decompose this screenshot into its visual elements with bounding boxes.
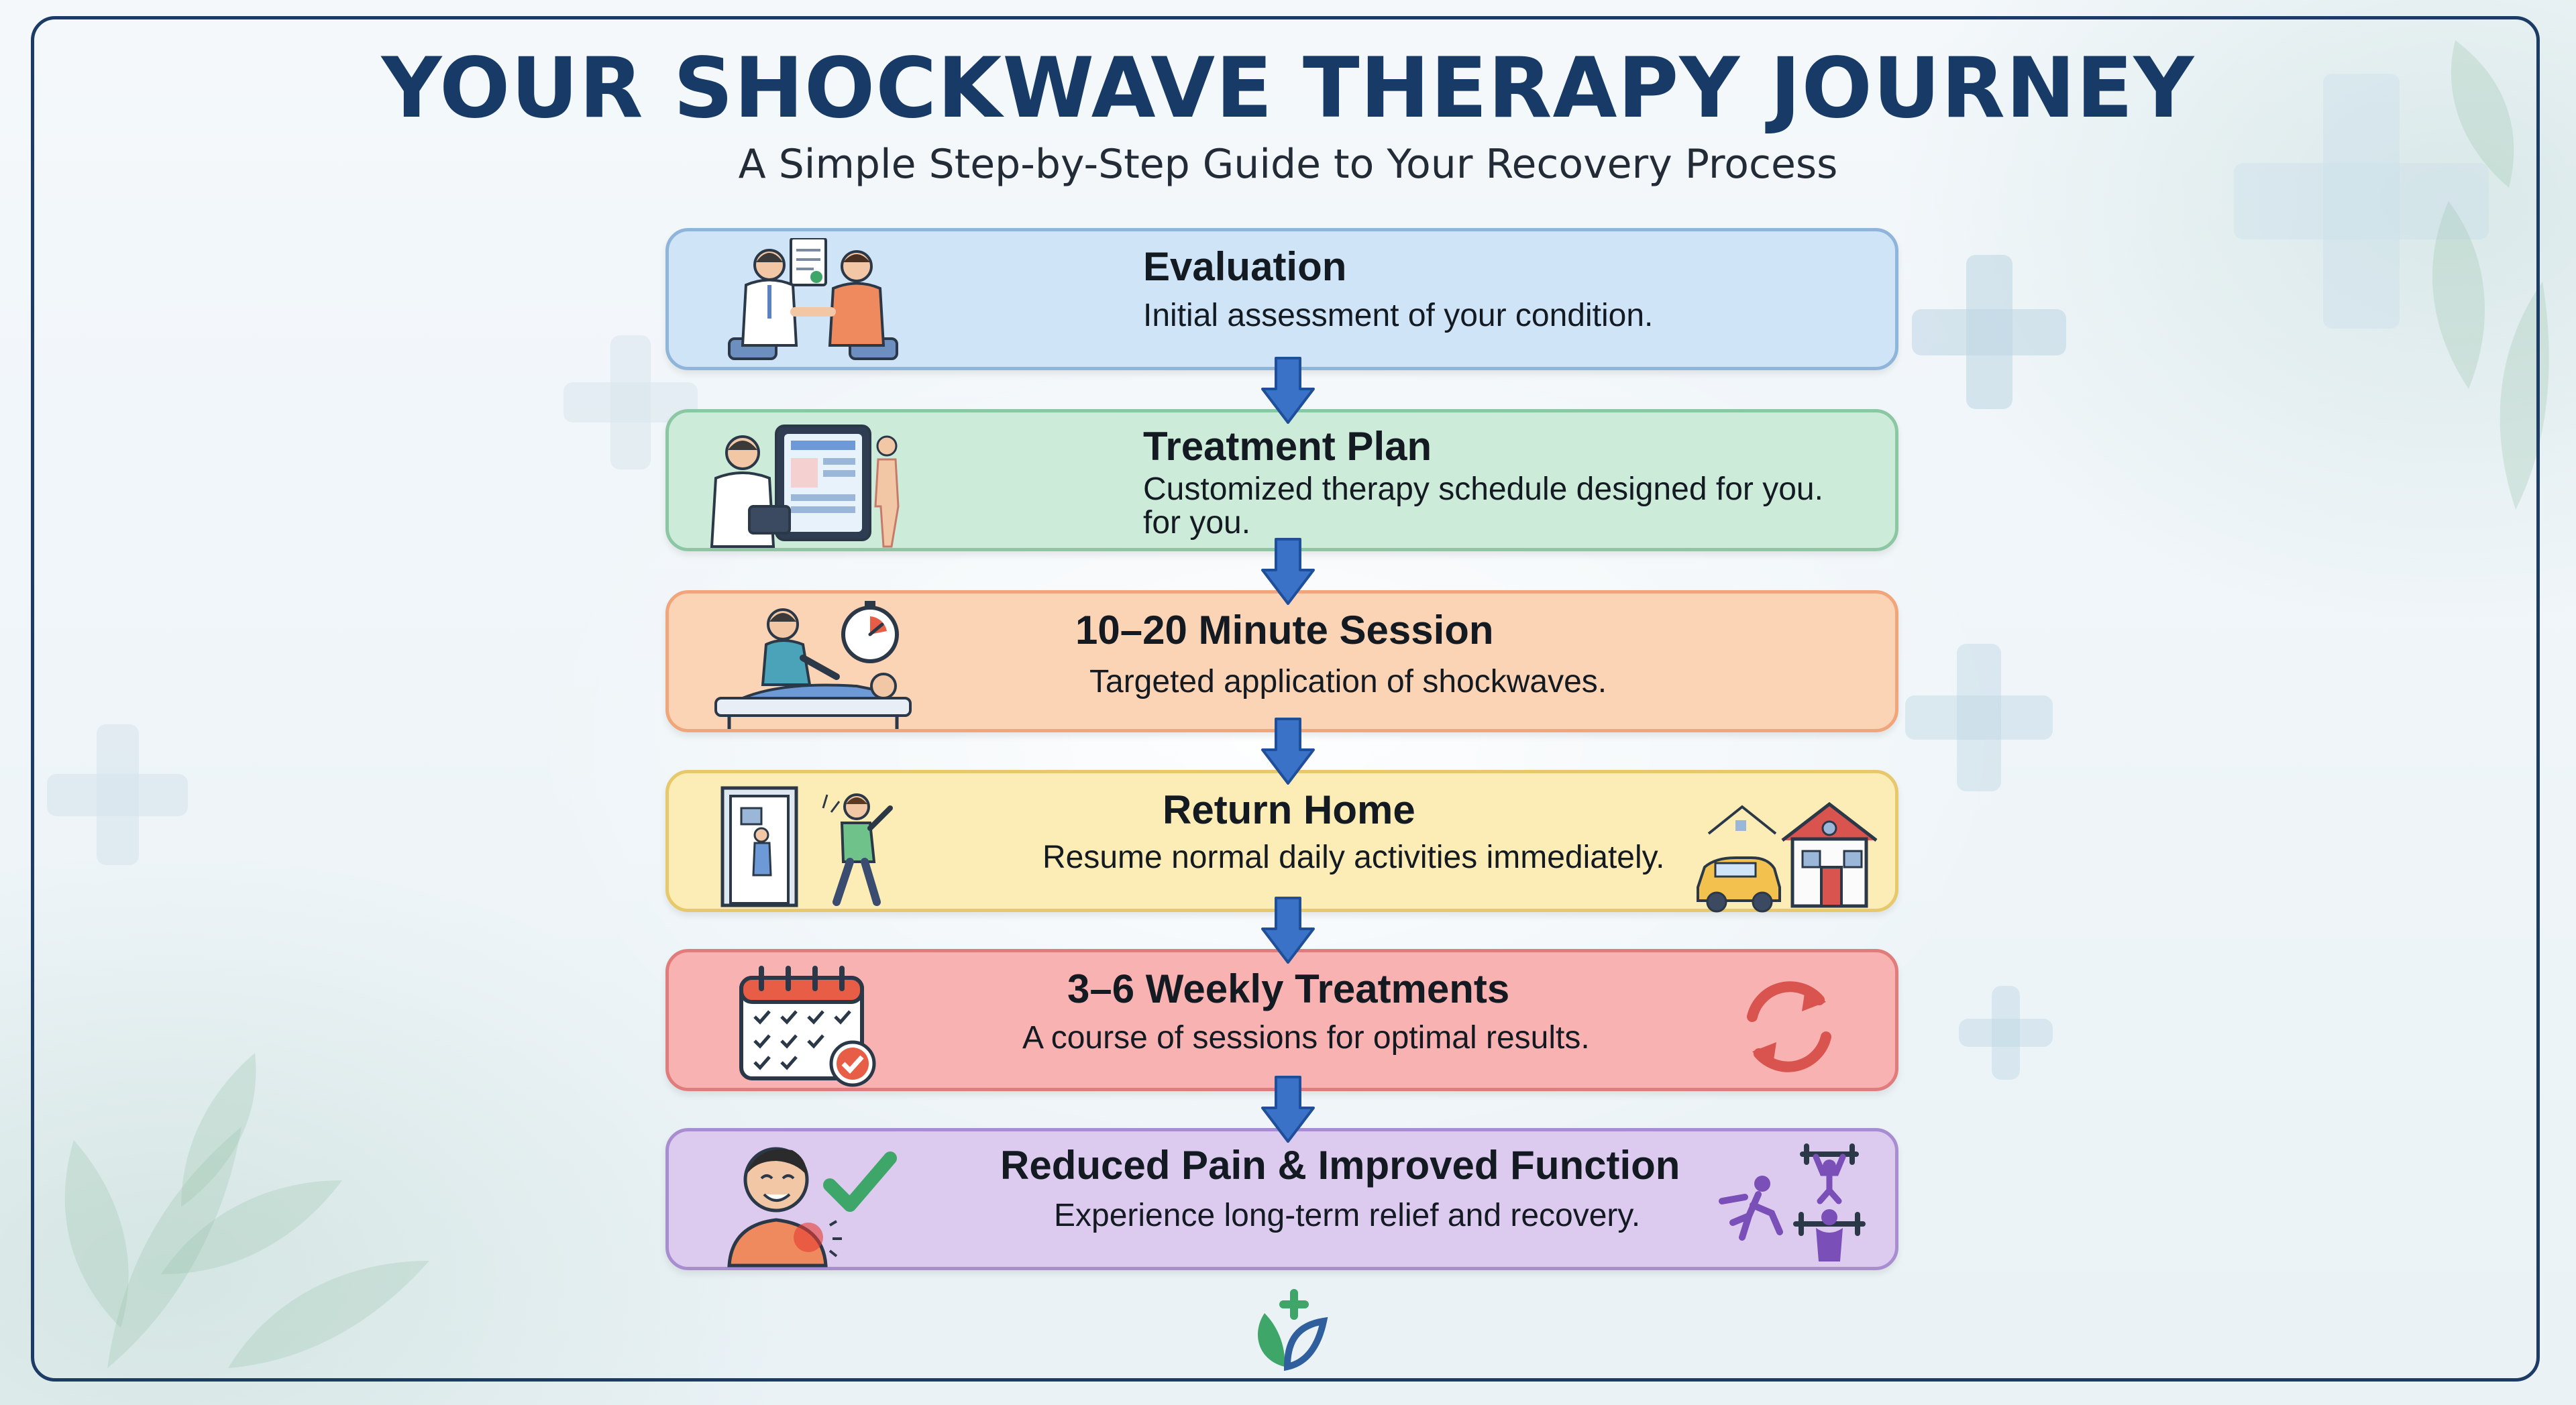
step-title: Evaluation <box>1143 244 1347 289</box>
step-arrow-down-icon <box>1261 1076 1315 1143</box>
page-frame <box>31 16 2540 1382</box>
step-title: 3–6 Weekly Treatments <box>1067 966 1510 1011</box>
step-description: Experience long-term relief and recovery… <box>1054 1198 1641 1233</box>
leaf-plus-logo-icon <box>1258 1289 1328 1371</box>
step-card-evaluation: Evaluation Initial assessment of your co… <box>665 228 1898 370</box>
page-title: YOUR SHOCKWAVE THERAPY JOURNEY <box>381 40 2195 137</box>
step-description: Customized therapy schedule designed for… <box>1143 471 1823 507</box>
refresh-cycle-icon <box>1747 981 1831 1072</box>
step-title: Treatment Plan <box>1143 424 1432 469</box>
decor-plus-icon <box>1959 986 2053 1080</box>
doctor-patient-consultation-icon <box>728 238 898 360</box>
step-arrow-down-icon <box>1261 718 1315 785</box>
decor-leaves-icon <box>64 1053 429 1368</box>
page-subtitle: A Simple Step-by-Step Guide to Your Reco… <box>738 141 1838 188</box>
step-title: Reduced Pain & Improved Function <box>1000 1143 1680 1188</box>
step-card-reduced-pain: Reduced Pain & Improved Function Experie… <box>665 1128 1898 1270</box>
decor-plus-icon <box>47 724 188 865</box>
step-description-continued: for you. <box>1143 505 1251 541</box>
step-arrow-down-icon <box>1261 357 1315 424</box>
decor-plus-icon <box>564 335 698 469</box>
step-description: Targeted application of shockwaves. <box>1089 664 1607 699</box>
therapist-treatment-stopwatch-icon <box>714 601 912 729</box>
step-description: Initial assessment of your condition. <box>1143 298 1654 333</box>
decor-plus-icon <box>1912 255 2066 409</box>
active-fitness-icon <box>1719 1143 1866 1261</box>
step-card-weekly-treatments: 3–6 Weekly Treatments A course of sessio… <box>665 949 1898 1091</box>
decor-plus-icon <box>2234 74 2489 329</box>
step-card-treatment-plan: Treatment Plan Customized therapy schedu… <box>665 409 1898 551</box>
step-description: A course of sessions for optimal results… <box>1022 1020 1590 1056</box>
step-card-session: 10–20 Minute Session Targeted applicatio… <box>665 590 1898 732</box>
step-description: Resume normal daily activities immediate… <box>1042 840 1665 875</box>
step-title: 10–20 Minute Session <box>1075 608 1494 653</box>
step-title: Return Home <box>1163 787 1415 832</box>
calendar-checkmarks-icon <box>739 966 876 1087</box>
car-house-icon <box>1697 801 1878 913</box>
step-card-return-home: Return Home Resume normal daily activiti… <box>665 770 1898 913</box>
step-arrow-down-icon <box>1261 538 1315 605</box>
happy-patient-checkmark-icon <box>727 1147 897 1268</box>
doctor-tablet-plan-icon <box>710 425 900 548</box>
person-leaving-door-icon <box>720 786 893 907</box>
step-arrow-down-icon <box>1261 897 1315 964</box>
decor-plus-icon <box>1905 644 2053 791</box>
